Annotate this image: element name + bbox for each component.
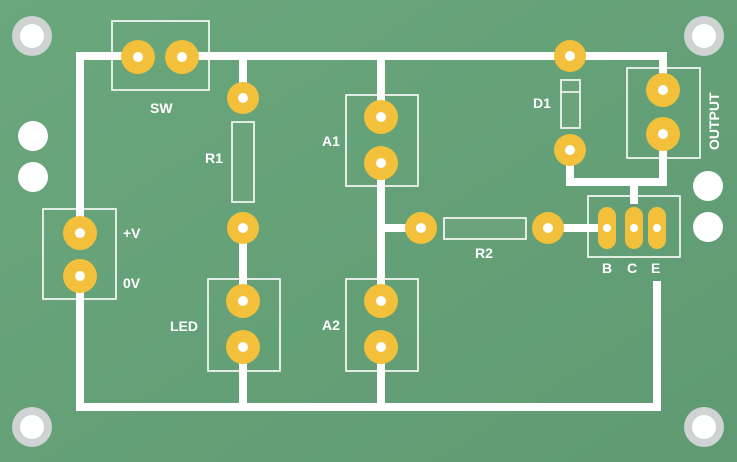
side-holes xyxy=(18,121,723,242)
pad-switch-2 xyxy=(165,40,199,74)
led-outline xyxy=(207,278,281,372)
silkscreen-outlines xyxy=(42,20,701,372)
pad-power-plus xyxy=(63,216,97,250)
pad-r2-right xyxy=(532,212,564,244)
pads xyxy=(63,40,680,364)
pad-a1-2 xyxy=(364,146,398,180)
r1-body xyxy=(231,121,255,203)
label-a2: A2 xyxy=(322,317,340,333)
switch-outline xyxy=(111,20,210,91)
side-hole-right-2 xyxy=(693,212,723,242)
trace-top-rail xyxy=(76,52,139,237)
side-hole-left-1 xyxy=(18,121,48,151)
pad-d1-top xyxy=(554,40,586,72)
pad-a2-2 xyxy=(364,330,398,364)
transistor-outline xyxy=(587,195,681,258)
a2-outline xyxy=(345,278,419,372)
label-r1: R1 xyxy=(205,150,223,166)
pad-power-zero xyxy=(63,259,97,293)
pad-a1-1 xyxy=(364,100,398,134)
d1-body xyxy=(560,79,581,129)
pad-r1-top xyxy=(227,82,259,114)
label-plus-v: +V xyxy=(123,225,141,241)
side-hole-right-1 xyxy=(693,171,723,201)
label-a1: A1 xyxy=(322,133,340,149)
pad-r1-bottom xyxy=(227,212,259,244)
label-switch: SW xyxy=(150,100,173,116)
label-pin-e: E xyxy=(651,260,660,276)
pad-led-2 xyxy=(226,330,260,364)
pad-d1-bottom xyxy=(554,134,586,166)
r2-body xyxy=(443,217,527,240)
a1-outline xyxy=(345,94,419,187)
label-pin-c: C xyxy=(627,260,637,276)
pad-transistor-emitter xyxy=(648,207,666,249)
label-d1: D1 xyxy=(533,95,551,111)
pad-output-1 xyxy=(646,73,680,107)
pad-output-2 xyxy=(646,117,680,151)
label-led: LED xyxy=(170,318,198,334)
trace-bottom-rail xyxy=(76,272,661,411)
label-output: OUTPUT xyxy=(706,92,722,150)
pad-a2-1 xyxy=(364,284,398,318)
power-connector-outline xyxy=(42,208,117,300)
pad-transistor-base xyxy=(598,207,616,249)
label-r2: R2 xyxy=(475,245,493,261)
pad-r2-left xyxy=(405,212,437,244)
silkscreen-labels: SW R1 LED +V 0V A1 A2 R2 D1 OUTPUT B C E xyxy=(123,92,722,334)
label-zero-v: 0V xyxy=(123,275,141,291)
label-pin-b: B xyxy=(602,260,612,276)
side-hole-left-2 xyxy=(18,162,48,192)
pad-switch-1 xyxy=(121,40,155,74)
pad-transistor-collector xyxy=(625,207,643,249)
pad-led-1 xyxy=(226,284,260,318)
output-connector-outline xyxy=(626,67,701,159)
mounting-holes xyxy=(12,16,724,447)
